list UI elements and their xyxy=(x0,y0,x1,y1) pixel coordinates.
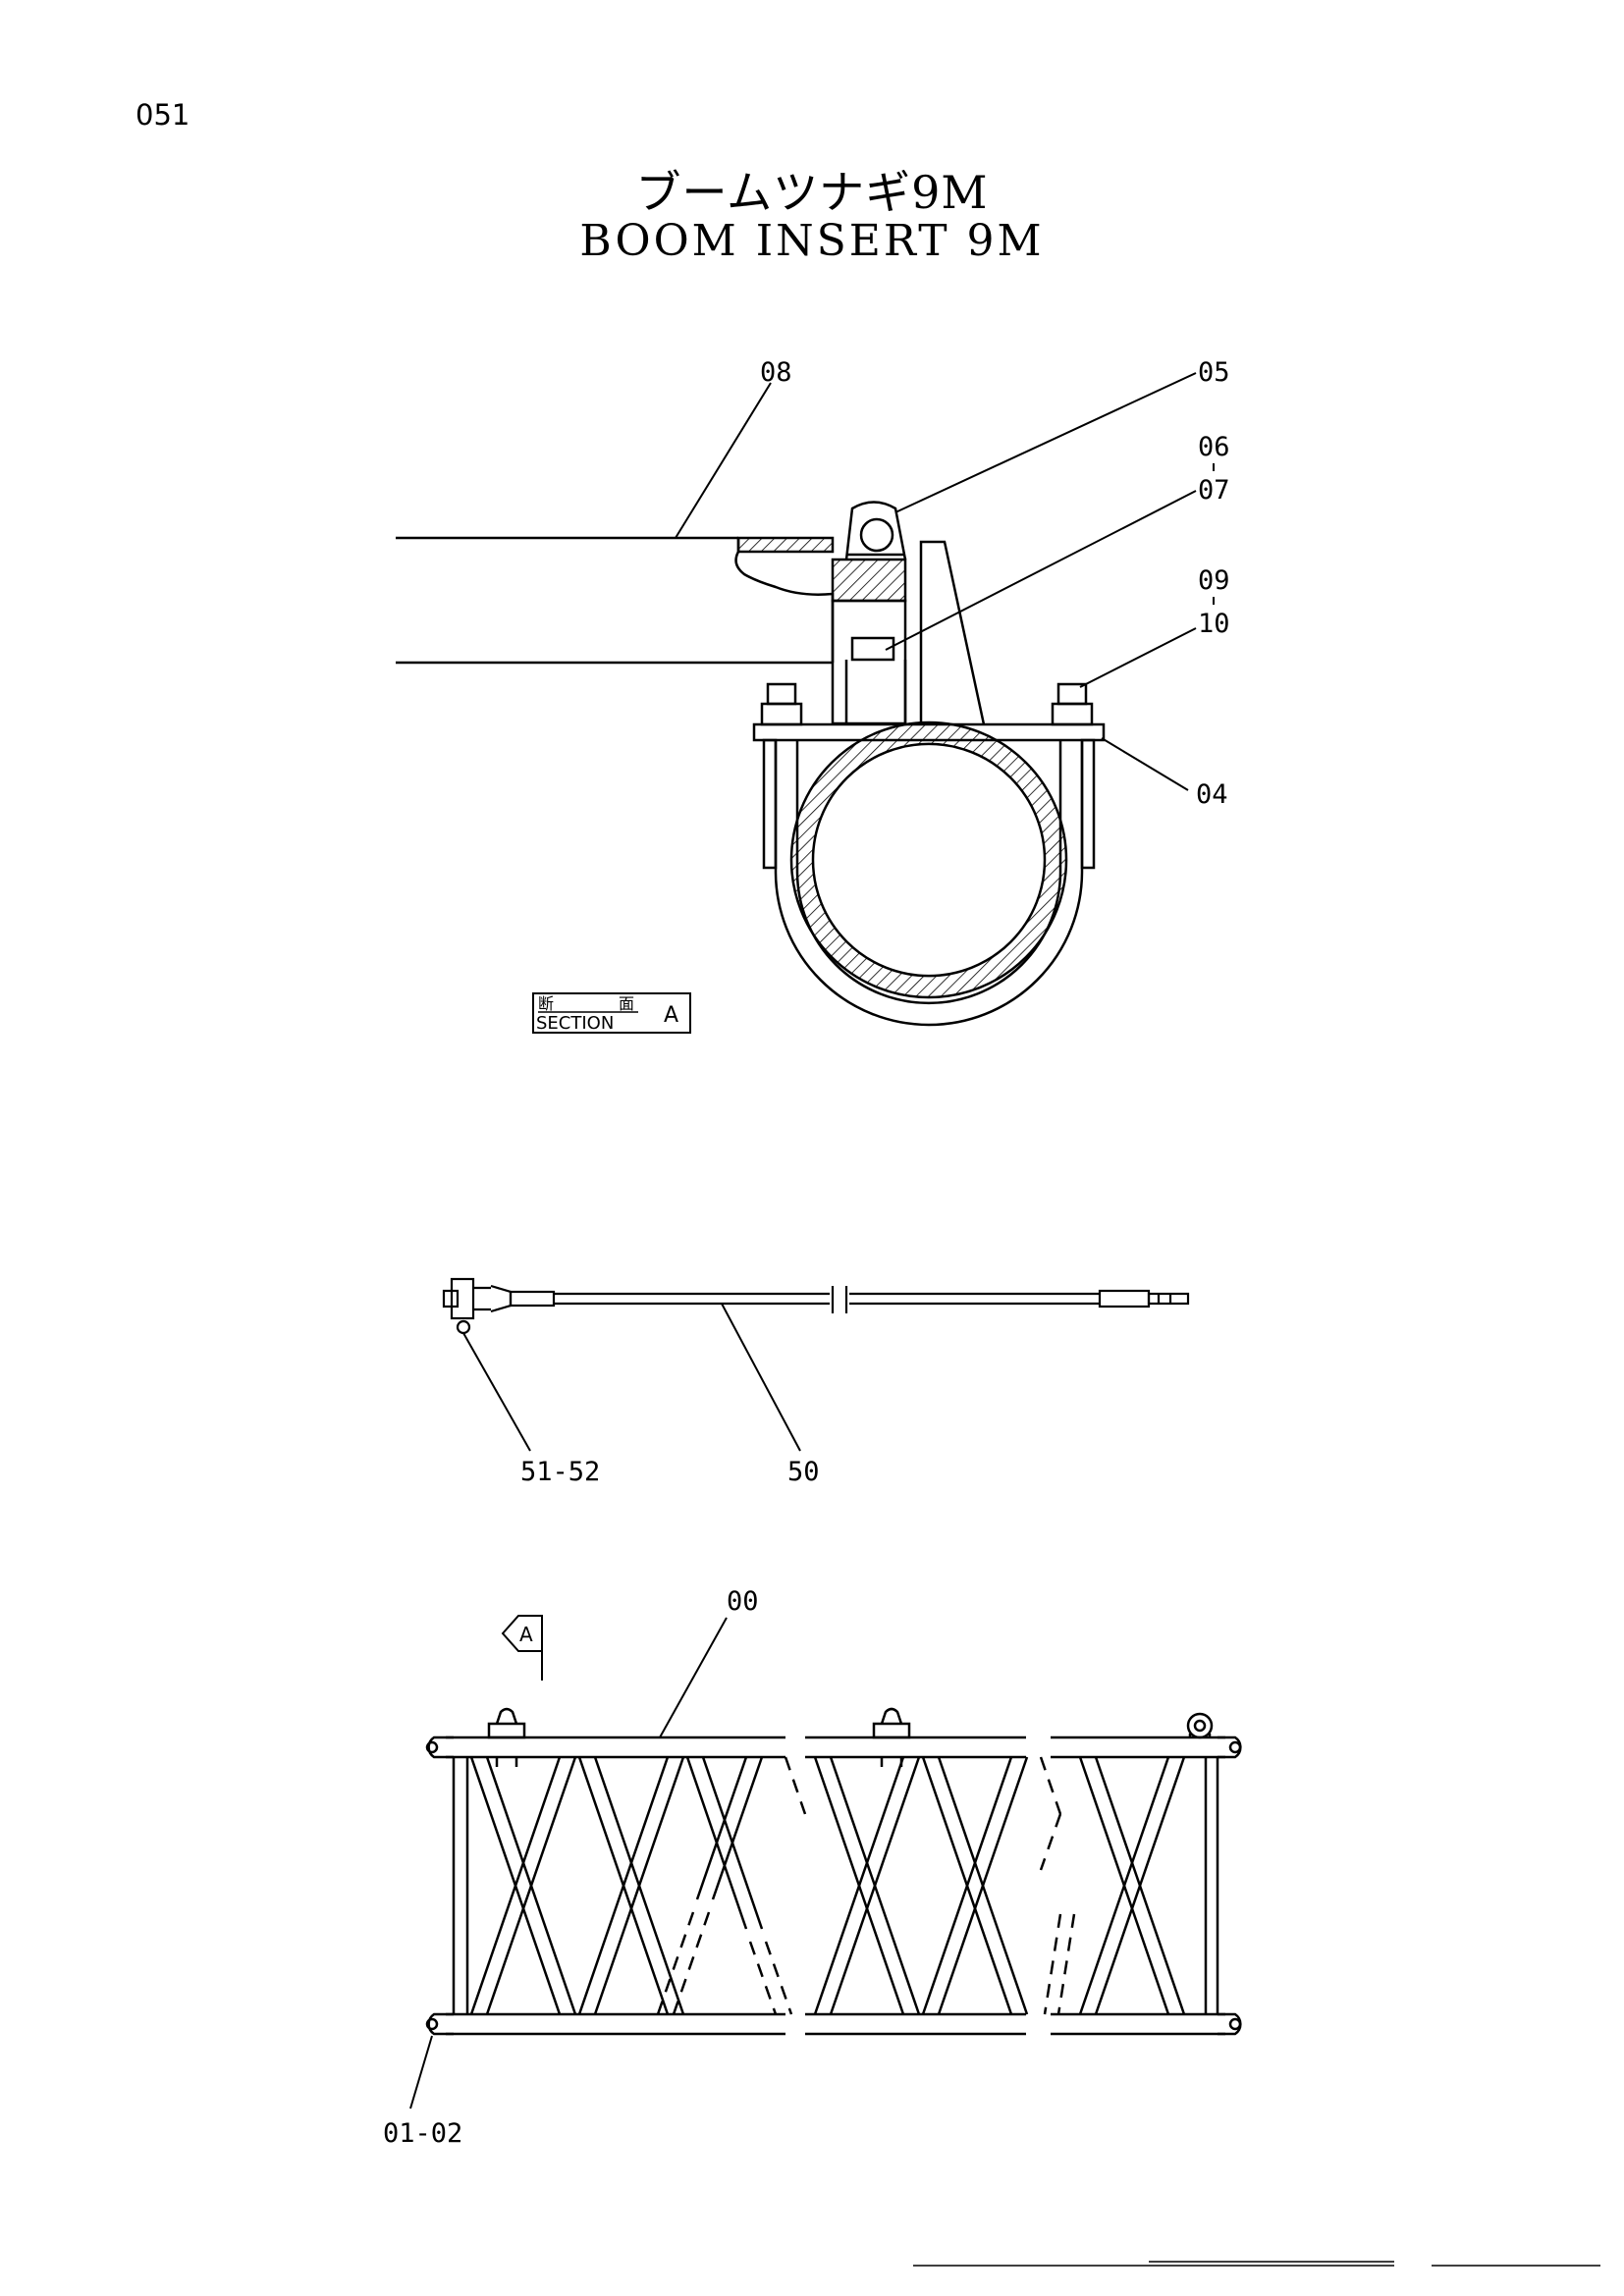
pendant-leaders xyxy=(462,1303,801,1452)
section-a-view xyxy=(396,501,1106,1027)
section-tag-kanji-right: 面 xyxy=(619,994,634,1013)
section-tag-word: SECTION xyxy=(536,1013,614,1034)
part-label-06: 06 xyxy=(1198,432,1230,462)
lattice-leaders xyxy=(409,1617,728,2109)
boom-insert-lattice xyxy=(425,1707,1242,2036)
part-label-07: 07 xyxy=(1198,475,1230,506)
part-label-50: 50 xyxy=(787,1457,820,1487)
pendant-rope xyxy=(442,1277,1190,1335)
footer-rules xyxy=(913,2261,1600,2267)
part-label-05: 05 xyxy=(1198,357,1230,388)
view-a-marker: A xyxy=(501,1615,543,1681)
view-a-letter: A xyxy=(519,1623,533,1646)
title-japanese: ブームツナギ9M xyxy=(635,166,989,219)
section-tag-kanji-left: 断 xyxy=(538,994,554,1013)
part-label-08: 08 xyxy=(760,357,792,388)
section-leaders xyxy=(675,372,1215,791)
part-label-10: 10 xyxy=(1198,609,1230,639)
part-label-51-52: 51-52 xyxy=(520,1457,600,1487)
section-a-tag: 断 面 SECTION A xyxy=(532,992,691,1034)
part-label-09: 09 xyxy=(1198,565,1230,596)
part-label-01-02: 01-02 xyxy=(383,2118,462,2149)
title-english: BOOM INSERT 9M xyxy=(579,216,1045,266)
part-label-00: 00 xyxy=(727,1586,759,1617)
page-number: 051 xyxy=(135,98,190,132)
part-label-04: 04 xyxy=(1196,779,1228,810)
section-tag-letter: A xyxy=(664,1003,678,1028)
